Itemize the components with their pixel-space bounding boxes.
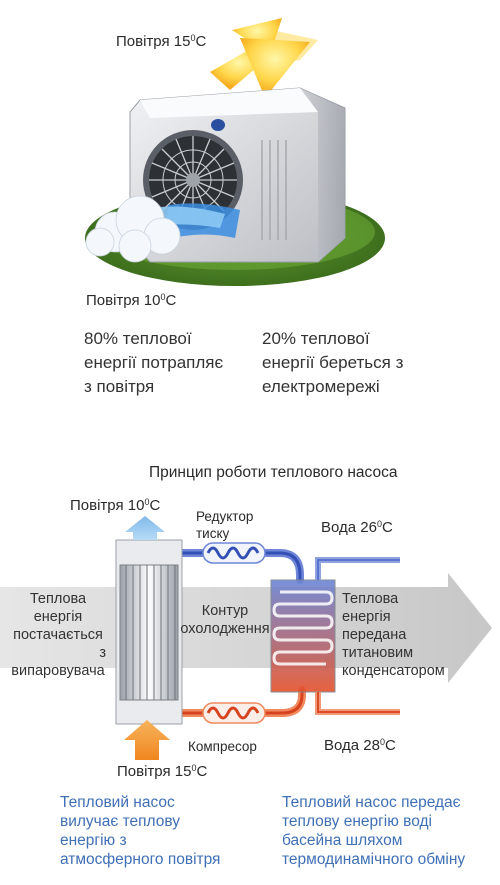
grid-energy-share-text: 20% теплової енергії береться з електром…: [262, 329, 404, 396]
water-in-temp-label: Вода 280C: [324, 737, 396, 754]
heat-pump-illustration: [85, 18, 385, 286]
water-outlet-pipe: [315, 557, 400, 580]
evaporator-heat-text: Теплова енергія постачається з випаровув…: [11, 591, 106, 679]
pump-extracts-note: Тепловий насос вилучає теплову енергію з…: [60, 794, 221, 868]
air-in-temp-label: Повітря 150C: [116, 33, 207, 50]
diagram-air-in-label: Повітря 150C: [117, 763, 208, 780]
compressor-label: Компресор: [188, 739, 257, 754]
heat-pump-schematic: [0, 516, 492, 760]
cooling-loop-label: Контур охолодження: [180, 603, 270, 637]
diagram-air-out-label: Повітря 100C: [70, 497, 161, 514]
cloud-icon: [85, 195, 181, 263]
compressor-icon: [202, 702, 266, 724]
condenser-icon: [270, 579, 336, 693]
condenser-heat-text: Теплова енергія передана титановим конде…: [342, 591, 445, 679]
pressure-reducer-icon: [202, 542, 266, 564]
diagram-title: Принцип роботи теплового насоса: [149, 464, 398, 481]
sun-arrow-icon: [210, 18, 318, 98]
air-in-arrow-icon: [124, 720, 170, 760]
water-inlet-pipe: [315, 692, 400, 715]
water-out-temp-label: Вода 260C: [321, 519, 393, 536]
evaporator-icon: [115, 539, 183, 725]
air-out-arrow-icon: [125, 516, 165, 540]
pump-transfers-note: Тепловий насос передає теплову енергію в…: [282, 794, 466, 868]
air-energy-share-text: 80% теплової енергії потрапляє з повітря: [84, 329, 224, 396]
air-out-temp-label: Повітря 100C: [86, 292, 177, 309]
brand-logo-icon: [211, 119, 225, 131]
pressure-reducer-label: Редуктор тиску: [196, 509, 254, 541]
